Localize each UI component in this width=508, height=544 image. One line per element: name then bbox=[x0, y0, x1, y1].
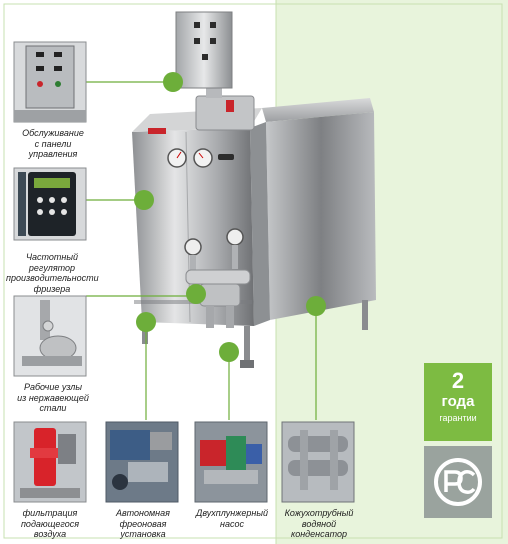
marker-air-filter bbox=[136, 312, 156, 332]
caption-stainless: Рабочие узлы из нержавеющей стали bbox=[10, 382, 96, 414]
thumbnail-air-filter bbox=[13, 421, 87, 503]
callout-markers bbox=[134, 72, 326, 362]
caption-freon: Автономная фреоновая установка bbox=[102, 508, 184, 540]
warranty-badge: 2 года гарантии bbox=[424, 363, 492, 441]
warranty-sub: гарантии bbox=[439, 413, 477, 423]
freezer-machine-illustration bbox=[132, 11, 376, 368]
caption-freq-regulator: Частотный регулятор производительности ф… bbox=[6, 252, 99, 294]
caption-stainless-text: Рабочие узлы из нержавеющей стали bbox=[17, 382, 89, 413]
caption-freon-text: Автономная фреоновая установка bbox=[116, 508, 170, 539]
caption-control-panel: Обслуживание с панели управления bbox=[14, 128, 92, 160]
marker-stainless bbox=[186, 284, 206, 304]
thumbnail-control-panel bbox=[13, 41, 87, 123]
certification-badge bbox=[424, 446, 492, 518]
caption-freq-regulator-text: Частотный регулятор производительности ф… bbox=[6, 252, 99, 294]
thumbnail-freq-regulator bbox=[13, 167, 87, 241]
caption-control-panel-text: Обслуживание с панели управления bbox=[22, 128, 84, 159]
thumbnail-freon-unit bbox=[105, 421, 179, 503]
thumbnail-condenser bbox=[281, 421, 355, 503]
caption-pump-text: Двухплунжерный насос bbox=[196, 508, 268, 529]
caption-condenser-text: Кожухотрубный водяной конденсатор bbox=[284, 508, 354, 539]
rst-certification-icon bbox=[434, 458, 482, 506]
warranty-word: года bbox=[441, 393, 475, 410]
caption-pump: Двухплунжерный насос bbox=[190, 508, 274, 529]
marker-freon bbox=[219, 342, 239, 362]
marker-control-panel bbox=[163, 72, 183, 92]
caption-air-filter: фильтрация подающегося воздуха bbox=[10, 508, 90, 540]
warranty-number: 2 bbox=[451, 368, 465, 393]
thumbnail-pump bbox=[194, 421, 268, 503]
caption-air-filter-text: фильтрация подающегося воздуха bbox=[20, 508, 80, 539]
caption-condenser: Кожухотрубный водяной конденсатор bbox=[276, 508, 362, 540]
marker-condenser bbox=[306, 296, 326, 316]
marker-freq-regulator bbox=[134, 190, 154, 210]
thumbnail-stainless-parts bbox=[13, 295, 87, 377]
